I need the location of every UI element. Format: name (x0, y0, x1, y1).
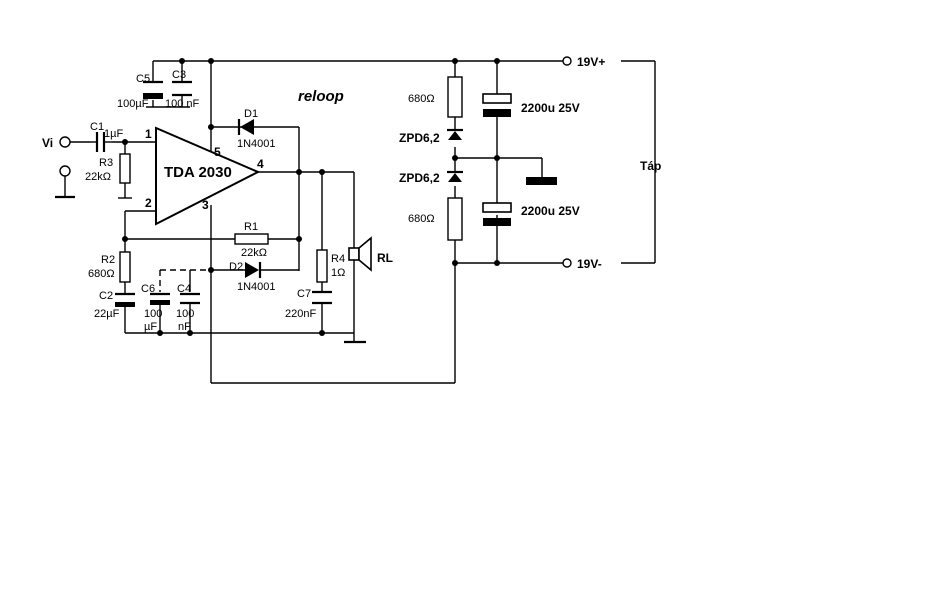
supply-capacitor-top (482, 93, 512, 117)
c2-value: 22µF (94, 308, 120, 320)
supply-r-bottom-label: 680Ω (408, 213, 435, 225)
r4-value: 1Ω (331, 267, 345, 279)
c6-value-1: 100 (144, 308, 162, 320)
tap-label: Táp (640, 159, 661, 173)
c7-value: 220nF (285, 308, 316, 320)
capacitor-c5 (143, 79, 163, 99)
supply-cap-bottom-label: 2200u 25V (521, 204, 580, 218)
c4-name: C4 (177, 283, 191, 295)
c1-value: 1µF (104, 128, 123, 140)
r3-value: 22kΩ (85, 171, 111, 183)
rl-label: RL (377, 251, 393, 265)
supply-zd-bottom-label: ZPD6,2 (399, 171, 440, 185)
d2-name: D2 (229, 261, 243, 273)
diode-d1 (237, 119, 254, 135)
r2-name: R2 (101, 254, 115, 266)
c1-name: C1 (90, 121, 104, 133)
c3-name: C3 (172, 69, 186, 81)
resistor-r3 (119, 153, 131, 184)
zener-top (447, 128, 463, 140)
vplus-label: 19V+ (577, 55, 605, 69)
supply-ground-symbol (526, 177, 557, 185)
capacitor-c2 (115, 292, 135, 307)
capacitor-c7 (312, 290, 332, 305)
c6-value-2: µF (144, 321, 157, 333)
capacitor-c6 (150, 292, 170, 305)
resistor-r1 (234, 233, 269, 245)
r4-name: R4 (331, 253, 345, 265)
supply-r-top-label: 680Ω (408, 93, 435, 105)
c4-value-2: nF (178, 321, 191, 333)
input-terminal (59, 136, 71, 148)
pin3-label: 3 (202, 198, 209, 212)
c3-value: 100 nF (165, 98, 200, 110)
supply-resistor-top (447, 76, 463, 118)
junction-dots (122, 58, 500, 336)
c6-name: C6 (141, 283, 155, 295)
d2-value: 1N4001 (237, 281, 276, 293)
opamp-triangle (155, 126, 261, 226)
capacitor-c4 (180, 292, 200, 305)
loop-note: reloop (298, 88, 344, 105)
r1-name: R1 (244, 221, 258, 233)
r1-value: 22kΩ (241, 247, 267, 259)
vplus-terminal (562, 56, 572, 66)
capacitor-c3 (172, 79, 192, 100)
c5-value: 100µF (117, 98, 149, 110)
supply-resistor-bottom (447, 197, 463, 241)
c4-value-1: 100 (176, 308, 194, 320)
pin4-label: 4 (257, 157, 264, 171)
resistor-r4 (316, 249, 328, 283)
vminus-terminal (562, 258, 572, 268)
c7-name: C7 (297, 288, 311, 300)
diode-d2 (245, 262, 262, 278)
capacitor-c1 (90, 132, 112, 152)
supply-cap-top-label: 2200u 25V (521, 101, 580, 115)
input-ground-terminal (59, 165, 71, 177)
r3-name: R3 (99, 157, 113, 169)
d1-value: 1N4001 (237, 138, 276, 150)
vminus-label: 19V- (577, 257, 602, 271)
input-label: Vi (42, 136, 53, 150)
ic-label: TDA 2030 (164, 164, 232, 181)
speaker (348, 236, 372, 272)
zener-bottom (447, 170, 463, 182)
r2-value: 680Ω (88, 268, 115, 280)
supply-zd-top-label: ZPD6,2 (399, 131, 440, 145)
resistor-r2 (119, 251, 131, 283)
d1-name: D1 (244, 108, 258, 120)
supply-capacitor-bottom (482, 202, 512, 226)
pin5-label: 5 (214, 145, 221, 159)
pin2-label: 2 (145, 196, 152, 210)
c5-name: C5 (136, 73, 150, 85)
c2-name: C2 (99, 290, 113, 302)
pin1-label: 1 (145, 127, 152, 141)
